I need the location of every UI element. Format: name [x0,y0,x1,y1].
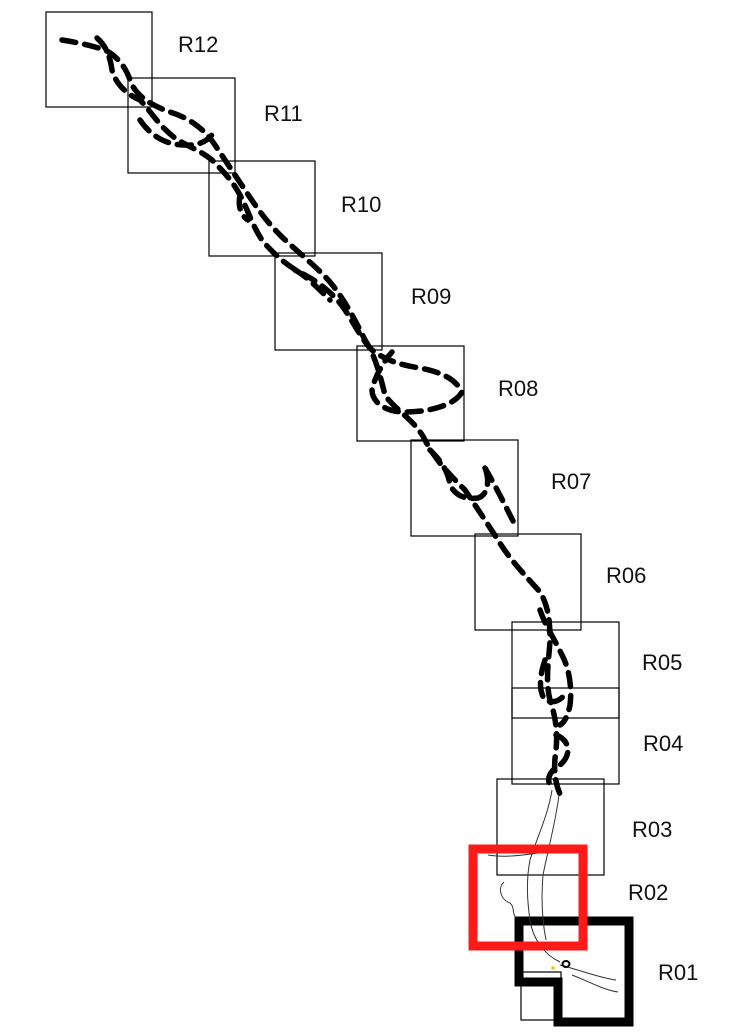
region-frame-r05[interactable] [511,621,620,719]
label-r07: R07 [551,469,591,494]
label-r04: R04 [643,731,683,756]
region-frame-r01[interactable] [514,916,634,1027]
dashed-trail [59,35,574,801]
label-r06: R06 [606,563,646,588]
label-r10: R10 [341,192,381,217]
region-frame-r07[interactable] [410,439,519,537]
region-frame-r09[interactable] [274,252,383,351]
label-r08: R08 [498,376,538,401]
region-frame-r11[interactable] [127,77,236,174]
label-r05: R05 [642,650,682,675]
region-frame-r12[interactable] [45,11,153,108]
label-r09: R09 [411,284,451,309]
region-frame-r10[interactable] [208,160,316,257]
yellow-point [551,966,555,970]
region-frame-r03[interactable] [496,778,605,876]
thin-trace-lines [487,789,619,993]
label-r01: R01 [658,960,698,985]
label-r03: R03 [632,817,672,842]
region-frame-r04[interactable] [511,687,620,785]
label-r11: R11 [264,101,303,126]
region-labels: R12 R11 R10 R09 R08 R07 R06 R05 R04 R03 … [178,32,698,985]
region-frames [45,11,620,1021]
label-r12: R12 [178,32,218,57]
region-frame-r06[interactable] [474,533,582,631]
location-marker[interactable] [561,960,571,968]
region-frame-r02[interactable] [468,844,588,951]
label-r02: R02 [628,880,668,905]
